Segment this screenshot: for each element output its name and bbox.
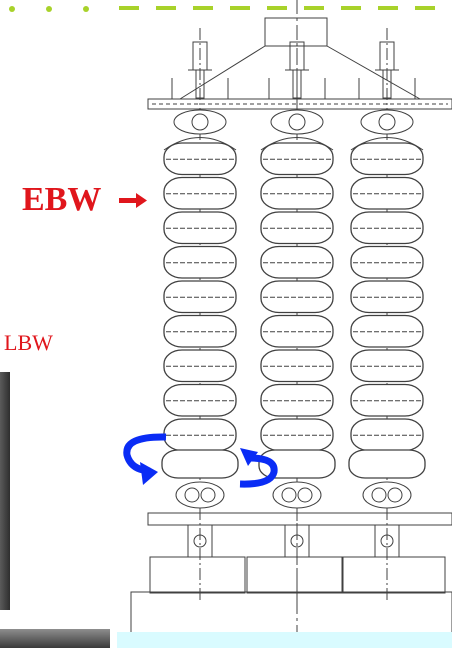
cavity-cell xyxy=(350,280,424,314)
support-foot xyxy=(284,524,310,558)
cavity-cell xyxy=(260,142,334,176)
rotate-right-arrow-icon xyxy=(239,448,278,488)
hom-port xyxy=(371,487,387,503)
tuner-rod xyxy=(382,69,392,99)
coupler-head xyxy=(173,109,227,135)
cavity-column-3 xyxy=(348,28,426,600)
cavity-cell xyxy=(260,245,334,279)
tuner-rod xyxy=(195,69,205,99)
top-dash xyxy=(415,6,435,10)
hom-coupler xyxy=(175,481,225,509)
cavity-cell xyxy=(163,142,237,176)
hom-port xyxy=(184,487,200,503)
cavity-cell xyxy=(260,211,334,245)
cavity-column-1 xyxy=(161,28,239,600)
hom-port xyxy=(297,487,313,503)
cavity-cell xyxy=(163,314,237,348)
cavity-cell xyxy=(350,142,424,176)
cavity-cell xyxy=(350,349,424,383)
coupler-head xyxy=(270,109,324,135)
hom-coupler xyxy=(362,481,412,509)
coupler-port xyxy=(288,113,306,131)
cavity-cell xyxy=(350,245,424,279)
top-bracket xyxy=(264,17,328,47)
cavity-cell xyxy=(163,211,237,245)
support-foot-hole xyxy=(290,534,304,548)
end-group xyxy=(161,449,239,479)
top-dash xyxy=(119,6,139,10)
cavity-cell xyxy=(163,383,237,417)
hom-port xyxy=(200,487,216,503)
rotate-left-arrow-icon xyxy=(123,433,167,485)
support-foot xyxy=(374,524,400,558)
top-dot xyxy=(46,6,52,12)
base-plinth xyxy=(149,556,246,594)
coupler-head xyxy=(360,109,414,135)
cavity-cell xyxy=(350,383,424,417)
top-dash xyxy=(267,6,287,10)
top-frame xyxy=(179,45,421,100)
upper-beam xyxy=(147,98,452,110)
hom-port xyxy=(387,487,403,503)
top-dot xyxy=(83,6,89,12)
tuner-rod xyxy=(292,69,302,99)
coupler-port xyxy=(191,113,209,131)
top-dash xyxy=(156,6,176,10)
top-dash xyxy=(341,6,361,10)
cavity-cell xyxy=(350,211,424,245)
ebw-label: EBW xyxy=(22,181,102,218)
cavity-cell xyxy=(163,280,237,314)
end-group xyxy=(348,449,426,479)
cavity-cell xyxy=(260,383,334,417)
cavity-cell xyxy=(163,349,237,383)
support-foot-hole xyxy=(193,534,207,548)
coupler-port xyxy=(378,113,396,131)
support-foot xyxy=(187,524,213,558)
bottom-photo-fragment xyxy=(0,629,110,648)
top-dot xyxy=(9,6,15,12)
base-plinth xyxy=(246,556,343,594)
lbw-photo-fragment xyxy=(0,372,10,610)
cavity-cell xyxy=(163,245,237,279)
top-dash xyxy=(193,6,213,10)
hom-port xyxy=(281,487,297,503)
cavity-cell xyxy=(260,176,334,210)
lower-beam xyxy=(147,512,452,526)
cavity-cell xyxy=(163,176,237,210)
caption-box xyxy=(117,632,452,648)
top-dash xyxy=(304,6,324,10)
hom-coupler xyxy=(272,481,322,509)
end-group xyxy=(258,449,336,479)
right-arrow-icon xyxy=(119,193,147,208)
lbw-label: LBW xyxy=(4,330,53,355)
top-dash xyxy=(378,6,398,10)
top-dash xyxy=(230,6,250,10)
support-foot-hole xyxy=(380,534,394,548)
cavity-column-2 xyxy=(258,28,336,600)
cavity-cell xyxy=(260,280,334,314)
base-plinth xyxy=(342,556,446,594)
cavity-cell xyxy=(260,349,334,383)
cavity-cell xyxy=(350,314,424,348)
cavity-cell xyxy=(260,314,334,348)
cavity-cell xyxy=(350,176,424,210)
